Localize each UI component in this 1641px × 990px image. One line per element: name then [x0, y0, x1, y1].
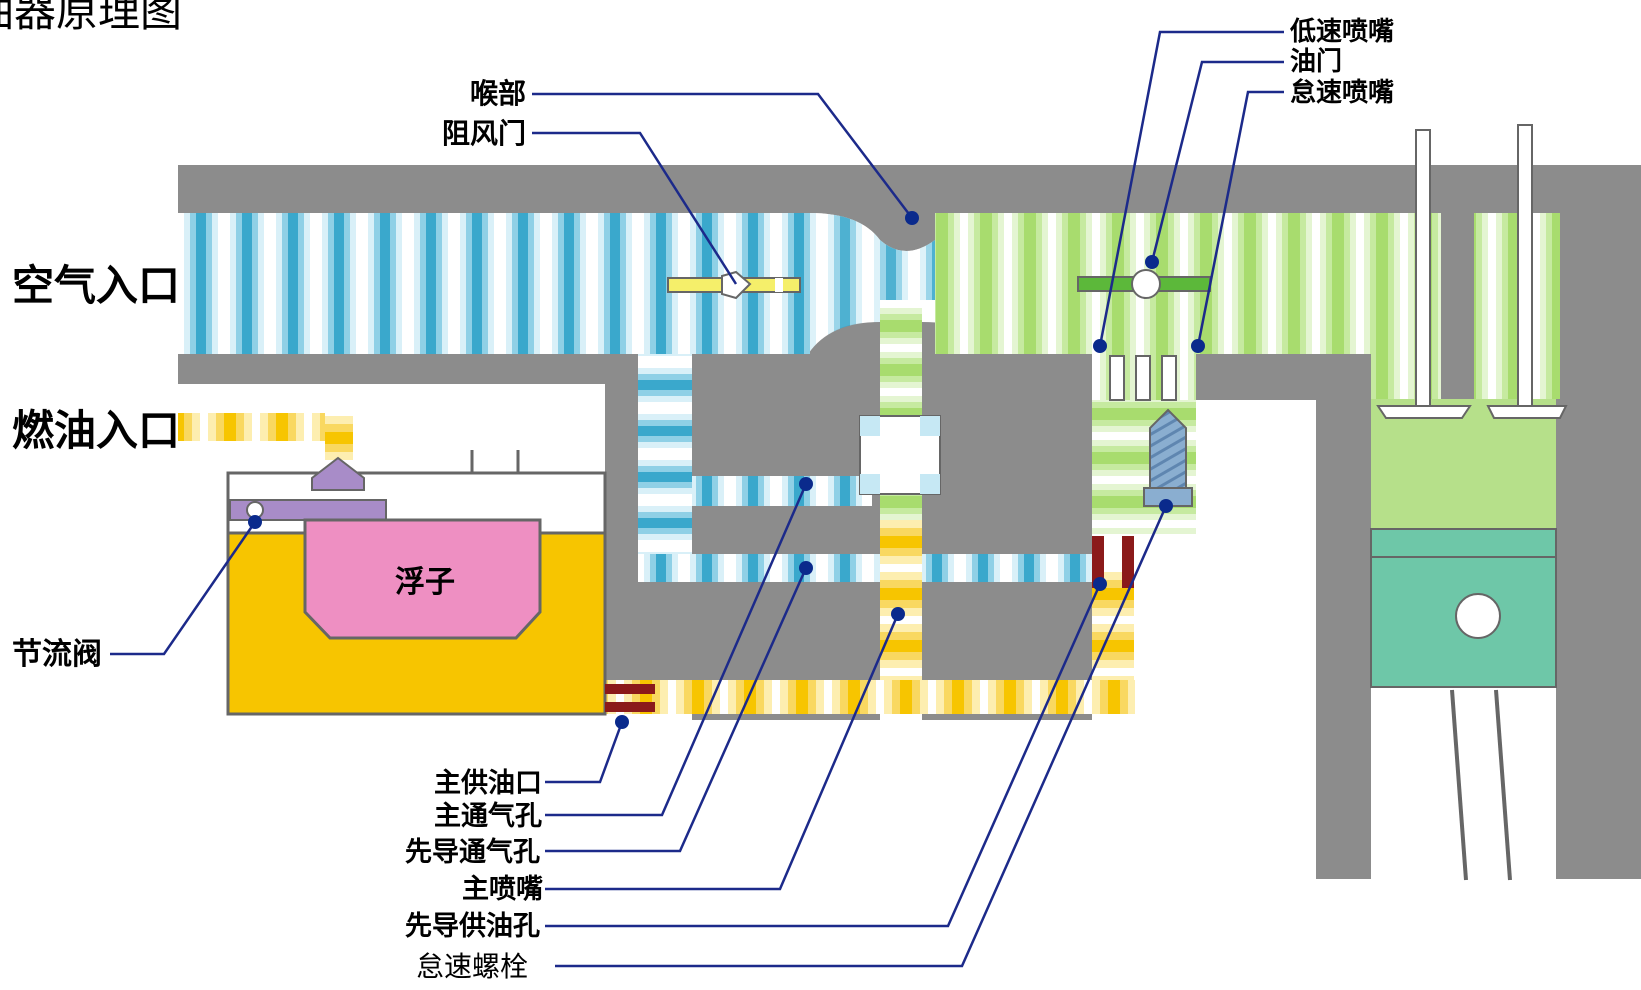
label-idle-screw: 怠速螺栓 — [416, 951, 528, 983]
float-label: 浮子 — [395, 565, 455, 600]
label-main-fuel-port: 主供油口 — [434, 768, 542, 799]
low-speed-jet-holes — [1109, 355, 1177, 401]
choke-valve — [667, 270, 801, 300]
label-idle-jet: 怠速喷嘴 — [1290, 77, 1394, 108]
label-throttle: 油门 — [1290, 47, 1342, 77]
engine-cylinder — [1370, 399, 1557, 881]
leader-lines — [110, 30, 1284, 968]
label-air-inlet: 空气入口 — [12, 261, 180, 310]
leader-dots — [248, 211, 1205, 729]
idle-screw — [1143, 408, 1193, 507]
label-main-air-vent: 主通气孔 — [434, 801, 542, 832]
main-nozzle-block — [859, 415, 941, 495]
label-throttle-needle-valve: 节流阀 — [12, 637, 102, 672]
label-pilot-air-vent: 先导通气孔 — [405, 837, 540, 868]
label-fuel-inlet: 燃油入口 — [12, 406, 180, 455]
page-title: 油器原理图 — [0, 0, 182, 36]
label-choke: 阻风门 — [442, 117, 526, 150]
exhaust-valve — [1486, 124, 1568, 419]
label-main-nozzle: 主喷嘴 — [462, 874, 543, 905]
pilot-jet-restrictor — [1092, 536, 1134, 588]
label-pilot-fuel-hole: 先导供油孔 — [405, 911, 540, 942]
intake-valve — [1376, 129, 1472, 419]
label-low-speed-jet: 低速喷嘴 — [1289, 17, 1394, 47]
float: 浮子 — [303, 518, 542, 640]
label-venturi: 喉部 — [470, 77, 526, 110]
main-jet-restrictor — [605, 684, 655, 712]
